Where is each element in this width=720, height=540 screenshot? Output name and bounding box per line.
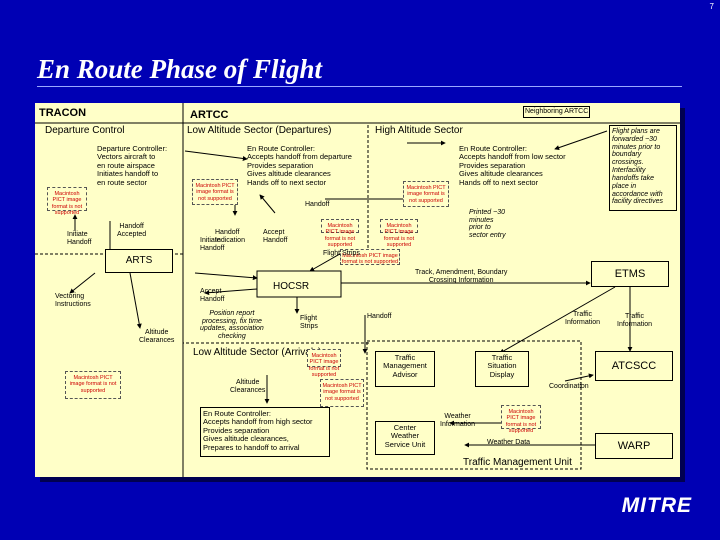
en-route-high-box: En Route Controller: Accepts handoff fro… [459, 144, 566, 187]
diagram-connectors [35, 103, 680, 477]
departure-control-label: Departure Control [45, 125, 125, 136]
arrivals-divider [35, 253, 370, 344]
tracon-label: TRACON [39, 107, 87, 119]
arrow-arts-altitude [129, 272, 142, 329]
flight-plans-note: Flight plans are forwarded ~30 minutes p… [609, 125, 677, 211]
arrow-fp-note [554, 130, 608, 150]
initiate-handoff-2-label: Initiate Handoff [200, 237, 225, 252]
arrow-strips-hocsr [309, 250, 346, 272]
position-report-label: Position report processing, fix time upd… [200, 310, 264, 341]
pict-low-dep: Macintosh PICT image format is not suppo… [192, 179, 238, 205]
altitude-clearances-2-label: Altitude Clearances [230, 379, 266, 394]
etms-box: ETMS [591, 261, 669, 287]
pict-strip-3: Macintosh PICT image format is not suppo… [340, 249, 400, 265]
pict-high-sector: Macintosh PICT image format is not suppo… [403, 181, 449, 207]
arrow-initiate-hocsr [194, 272, 258, 281]
tmu-label: Traffic Management Unit [463, 457, 572, 468]
neighboring-artcc-label: Neighboring ARTCC [523, 106, 591, 118]
handoff-mid-label: Handoff [367, 313, 392, 320]
handoff-accepted-label: Handoff Accepted [117, 223, 147, 238]
pict-arrivals-1: Macintosh PICT image format is not suppo… [307, 349, 341, 378]
pict-weather: Macintosh PICT image format is not suppo… [501, 405, 541, 434]
accept-handoff-2-label: Accept Handoff [200, 288, 225, 303]
track-amendment-label: Track, Amendment, Boundary Crossing Info… [415, 269, 508, 284]
pict-tracon-2: Macintosh PICT image format is not suppo… [65, 371, 121, 399]
slide-title: En Route Phase of Flight [37, 54, 323, 84]
handoff-top-label: Handoff [305, 201, 330, 208]
low-altitude-departures-label: Low Altitude Sector (Departures) [187, 125, 332, 136]
center-weather-box: Center Weather Service Unit [375, 421, 435, 455]
arrow-etms-tsd [499, 286, 616, 354]
pict-strip-1: Macintosh PICT image format is not suppo… [321, 219, 359, 248]
accept-handoff-label: Accept Handoff [263, 229, 288, 244]
flight-strips-2-label: Flight Strips [300, 315, 318, 330]
arts-box: ARTS [105, 249, 173, 273]
arrow-coordination [564, 373, 594, 382]
diagram: TRACON ARTCC Neighboring ARTCC Departure… [35, 103, 680, 477]
departure-controller-box: Departure Controller: Vectors aircraft t… [97, 144, 168, 187]
pict-strip-2: Macintosh PICT image format is not suppo… [380, 219, 418, 248]
initiate-handoff-label: Initiate Handoff [67, 231, 92, 246]
traffic-mgmt-advisor-box: Traffic Management Advisor [375, 351, 435, 387]
traffic-situation-display-box: Traffic Situation Display [475, 351, 529, 387]
weather-data-label: Weather Data [487, 439, 531, 446]
pict-tracon-1: Macintosh PICT image format is not suppo… [47, 187, 87, 216]
pict-arrivals-2: Macintosh PICT image format is not suppo… [320, 379, 364, 407]
weather-information-label: Weather Information [440, 413, 476, 428]
high-altitude-label: High Altitude Sector [375, 125, 463, 136]
arrow-accept [259, 194, 276, 214]
arrow-dep-to-enroute [184, 150, 248, 161]
en-route-arr-box: En Route Controller: Accepts handoff fro… [200, 407, 330, 457]
traffic-info-2-label: Traffic Information [617, 313, 653, 328]
title-rule [37, 86, 682, 87]
atcscc-box: ATCSCC [595, 351, 673, 381]
arrow-hocsr-accept [204, 288, 258, 296]
vectoring-label: Vectoring Instructions [55, 293, 91, 308]
mitre-logo: MITRE [621, 494, 692, 517]
artcc-label: ARTCC [190, 109, 229, 121]
low-altitude-arrivals-label: Low Altitude Sector (Arrivals) [193, 347, 322, 358]
hocsr-frame [256, 270, 342, 298]
altitude-clearances-1-label: Altitude Clearances [139, 329, 175, 344]
en-route-dep-box: En Route Controller: Accepts handoff fro… [247, 144, 352, 187]
flight-strips-top-label: Flight Strips [323, 250, 360, 257]
warp-box: WARP [595, 433, 673, 459]
traffic-info-1-label: Traffic Information [565, 311, 601, 326]
page-number: 7 [709, 2, 714, 11]
coordination-label: Coordination [549, 383, 589, 390]
handoff-indication-label: Handoff Indication [215, 229, 245, 244]
arrow-arts-vectoring [69, 272, 96, 294]
hocsr-label: HOCSR [273, 281, 310, 292]
tmu-region [366, 340, 582, 470]
printed-30-label: Printed ~30 minutes prior to sector entr… [469, 209, 506, 240]
